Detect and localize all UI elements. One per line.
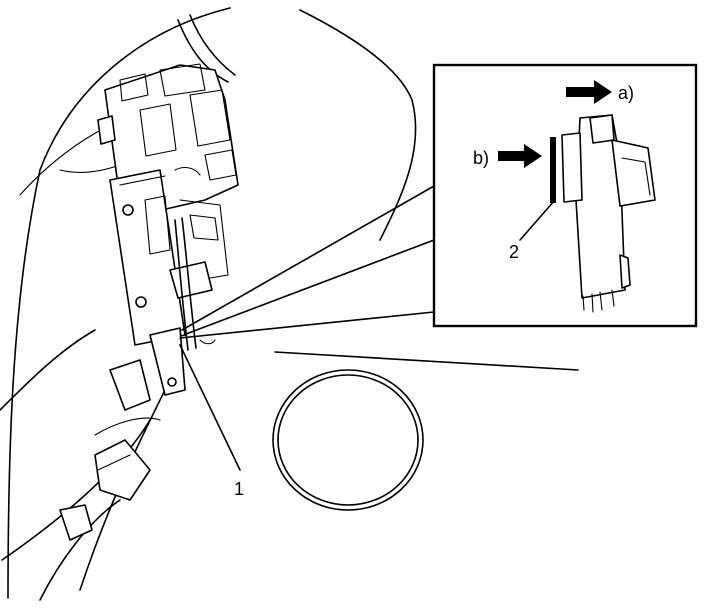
leader-part-1 (179, 344, 241, 471)
body-panel-outline (0, 7, 417, 601)
round-opening (272, 351, 579, 511)
detail-view-box (432, 63, 698, 328)
arrow-b-icon (498, 144, 542, 168)
label-part-1: 1 (234, 479, 244, 499)
label-direction-a: a) (618, 83, 634, 103)
lock-lever (550, 137, 556, 203)
detail-leader-lines (179, 185, 435, 339)
label-part-2: 2 (509, 242, 519, 262)
arrow-a-icon (566, 80, 612, 104)
mounting-bracket (109, 169, 229, 396)
label-direction-b: b) (473, 148, 489, 168)
connector-detail (561, 114, 656, 313)
